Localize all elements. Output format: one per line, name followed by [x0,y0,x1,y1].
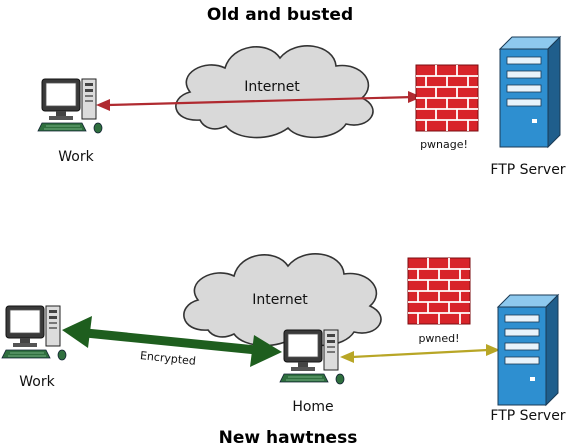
home-link-arrow [340,344,500,363]
computer-icon [37,78,103,134]
top-cloud-label: Internet [244,79,300,95]
bottom-server-label: FTP Server [490,408,565,424]
cloud-icon [175,45,374,139]
bottom-title: New hawtness [219,428,358,448]
bottom-firewall-label: pwned! [418,332,459,345]
bottom-work-label: Work [19,374,55,390]
encrypted-label: Encrypted [139,349,196,368]
top-title: Old and busted [207,5,353,25]
encrypted-link-arrow [62,316,282,367]
cloud-icon [183,253,382,347]
server-icon [499,36,561,148]
top-firewall-label: pwnage! [420,138,468,151]
top-server-label: FTP Server [490,162,565,178]
computer-icon [279,329,345,385]
firewall-icon [407,257,471,325]
firewall-icon [415,64,479,132]
computer-icon [1,305,67,361]
top-work-label: Work [58,149,94,165]
server-icon [497,294,559,406]
bottom-cloud-label: Internet [252,292,308,308]
old-link-arrow [96,91,422,111]
home-label: Home [292,399,333,415]
